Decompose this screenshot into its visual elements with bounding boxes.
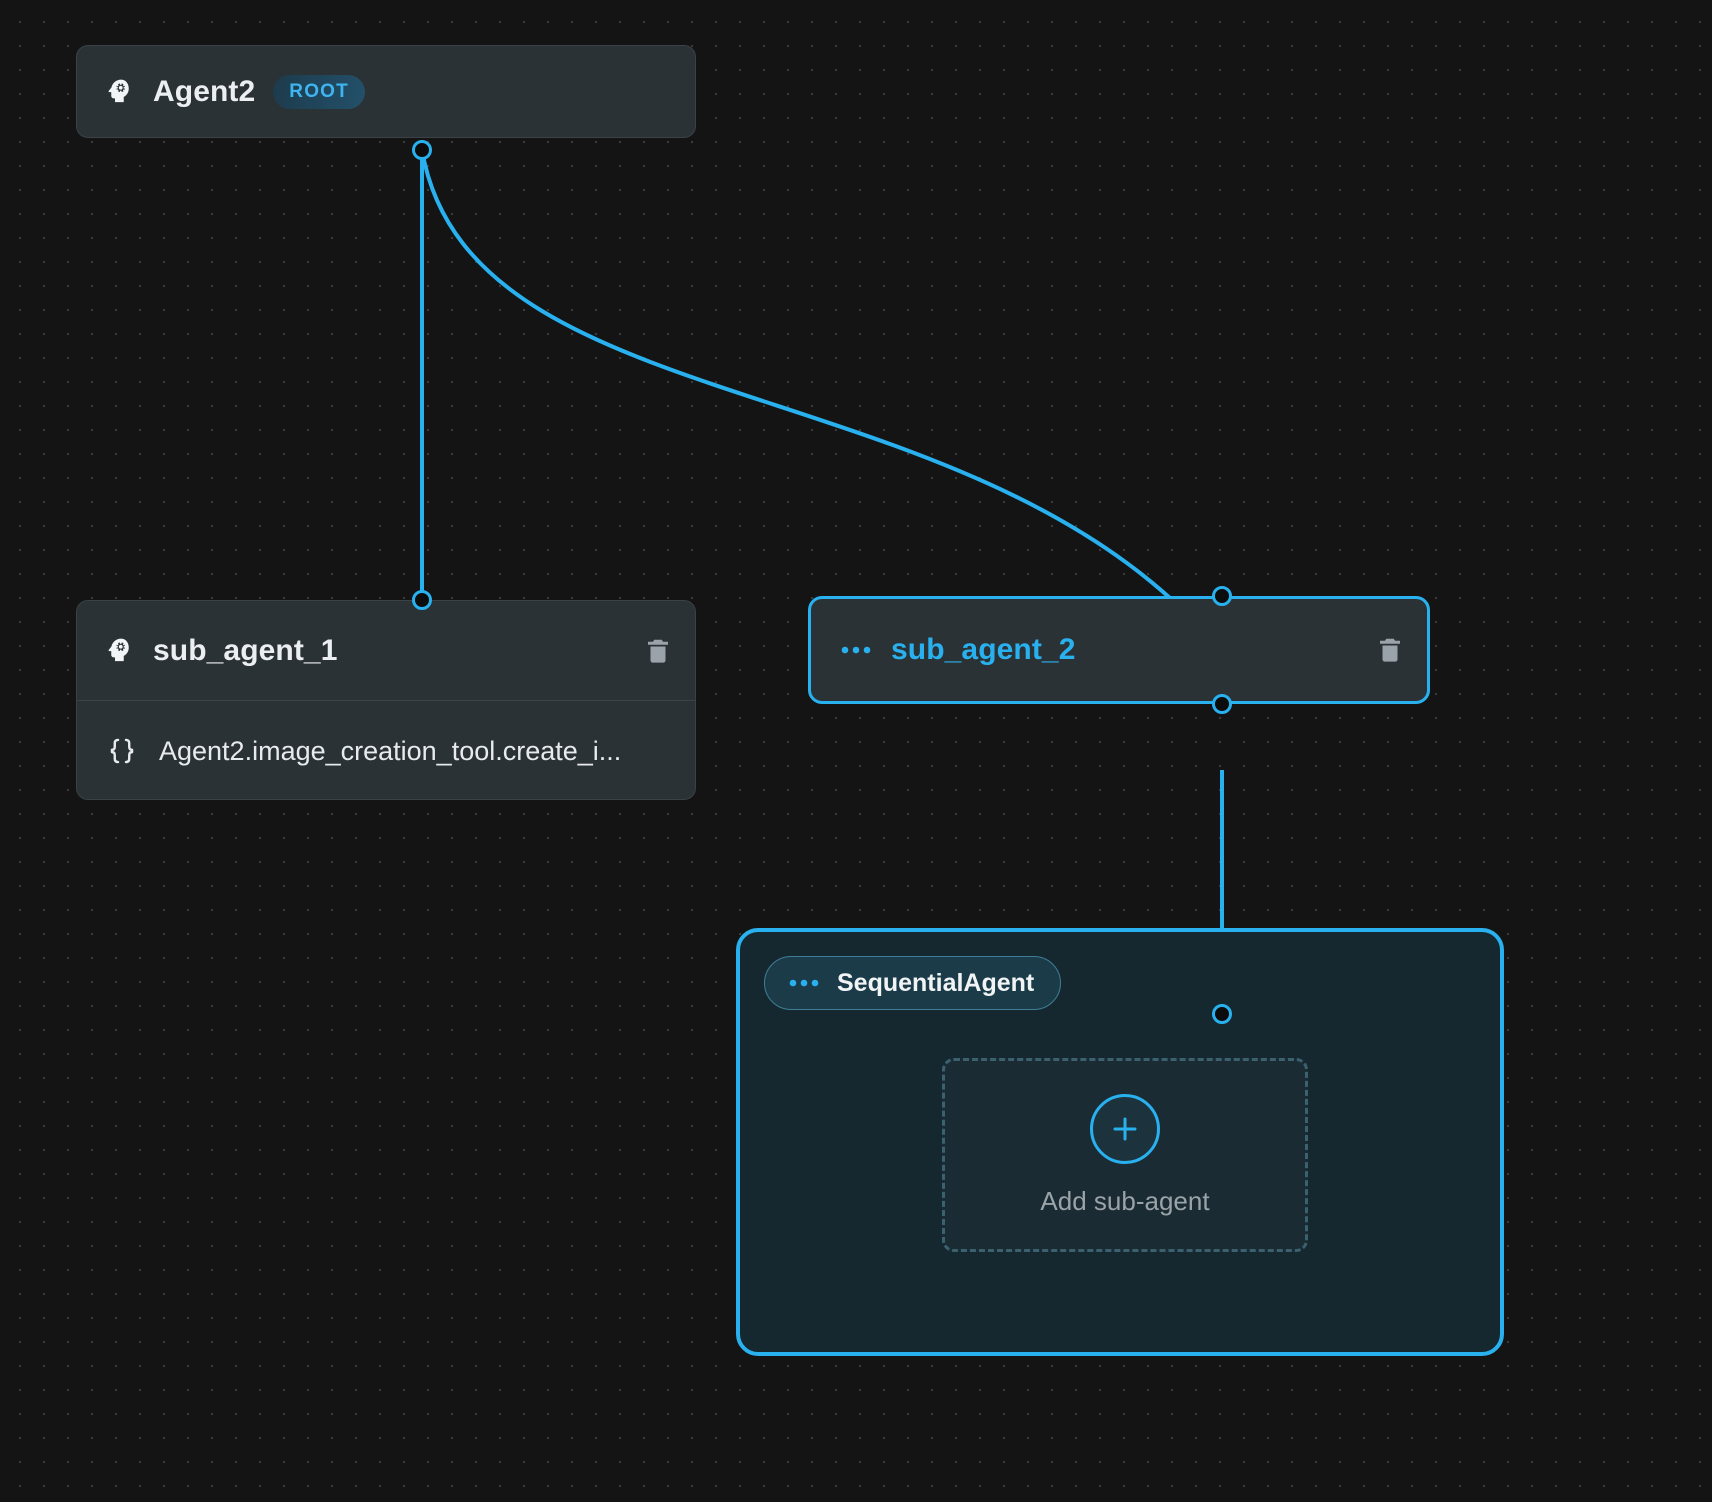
dots-icon — [841, 646, 871, 654]
node-sub-agent-1[interactable]: sub_agent_1 Agent2.image_creation_tool.c… — [76, 600, 696, 800]
node-agent2-header: Agent2 ROOT — [77, 46, 695, 137]
add-sub-agent-button[interactable] — [1090, 1093, 1160, 1164]
port-sub-agent-2-output[interactable] — [1212, 694, 1232, 714]
root-badge: ROOT — [273, 74, 365, 109]
trash-icon[interactable] — [643, 635, 673, 667]
tool-label: Agent2.image_creation_tool.create_i... — [159, 735, 622, 766]
sequential-agent-title: SequentialAgent — [837, 968, 1035, 997]
add-sub-agent-dropzone[interactable]: Add sub-agent — [942, 1058, 1308, 1252]
sequential-agent-pill[interactable]: SequentialAgent — [764, 956, 1062, 1010]
node-sequential-agent[interactable]: SequentialAgent Add sub-agent — [736, 928, 1504, 1356]
node-agent2-title: Agent2 — [153, 74, 256, 108]
edge-agent2-to-sub-agent-2 — [420, 149, 1224, 654]
node-divider — [77, 700, 695, 701]
port-agent2-output[interactable] — [412, 140, 432, 160]
dots-icon — [789, 979, 819, 987]
add-sub-agent-label: Add sub-agent — [1040, 1185, 1210, 1216]
plus-icon — [1113, 1117, 1137, 1140]
node-sub-agent-1-title: sub_agent_1 — [153, 633, 338, 667]
port-sequential-agent-input[interactable] — [1212, 1004, 1232, 1024]
port-sub-agent-2-input[interactable] — [1212, 586, 1232, 606]
node-agent2[interactable]: Agent2 ROOT — [76, 45, 696, 138]
node-sub-agent-2-title: sub_agent_2 — [891, 633, 1076, 666]
node-sub-agent-2[interactable]: sub_agent_2 — [808, 596, 1430, 704]
psychology-icon — [108, 79, 129, 102]
psychology-icon — [108, 638, 129, 661]
tool-row-0[interactable]: Agent2.image_creation_tool.create_i... — [77, 701, 695, 801]
node-sub-agent-1-header: sub_agent_1 — [77, 601, 695, 700]
node-sub-agent-2-header: sub_agent_2 — [811, 599, 1427, 701]
port-sub-agent-1-input[interactable] — [412, 590, 432, 610]
trash-icon[interactable] — [1375, 634, 1405, 666]
braces-icon — [110, 738, 134, 764]
